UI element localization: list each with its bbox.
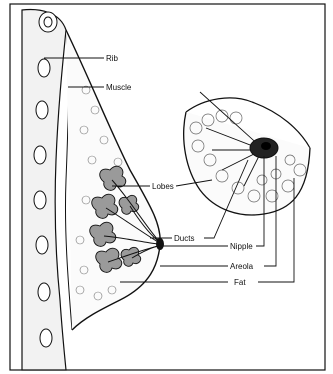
label-ducts: Ducts — [174, 234, 194, 243]
label-areola: Areola — [230, 262, 254, 271]
rib-shape — [36, 101, 48, 119]
rib-shape — [34, 146, 46, 164]
label-rib: Rib — [106, 54, 119, 63]
side-view-section — [22, 10, 164, 370]
nipple-front — [261, 142, 271, 150]
rib-shape — [40, 329, 52, 347]
rib-shape — [34, 191, 46, 209]
nipple-side — [156, 238, 164, 250]
rib-shape — [38, 283, 50, 301]
label-lobes: Lobes — [152, 182, 174, 191]
lobe-shape — [119, 195, 139, 214]
label-nipple: Nipple — [230, 242, 253, 251]
label-muscle: Muscle — [106, 83, 132, 92]
rib-shape — [38, 59, 50, 77]
label-fat: Fat — [234, 278, 246, 287]
rib-shape — [36, 236, 48, 254]
rib-shape — [44, 17, 52, 27]
front-view-section — [184, 92, 310, 215]
